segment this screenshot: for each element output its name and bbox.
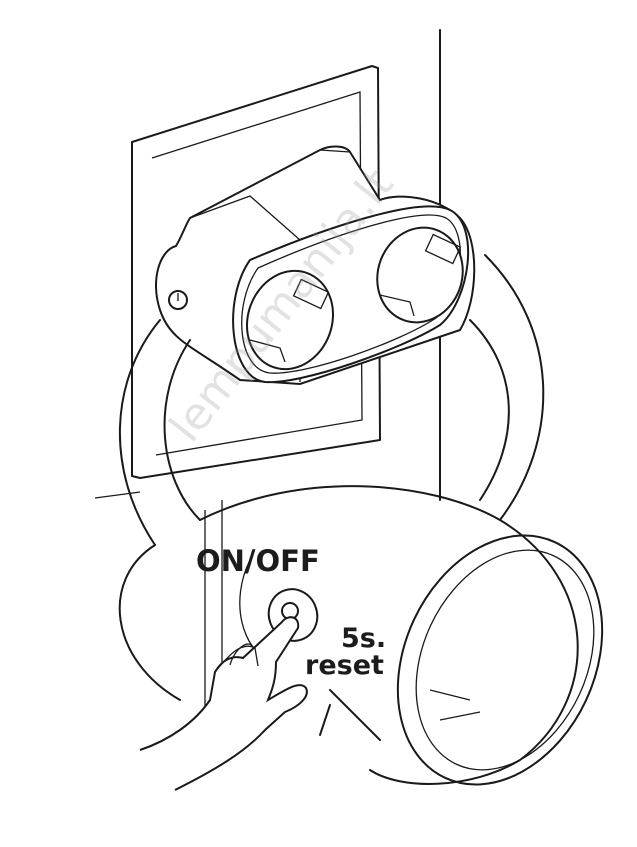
- callout-line-left-inner: [163, 339, 201, 521]
- power-button-icon: [168, 290, 188, 310]
- on-off-label: ON/OFF: [196, 544, 320, 578]
- finger-hand-icon: [139, 616, 308, 791]
- socket-icon: [245, 269, 335, 371]
- callout-line-right-inner: [469, 319, 510, 501]
- double-socket-adapter: [155, 145, 476, 386]
- callout-line-right: [484, 254, 545, 521]
- socket-icon: [376, 226, 464, 324]
- callout-line-left: [118, 319, 161, 546]
- hold-time-label: 5s.: [341, 623, 387, 654]
- reset-label: reset: [305, 650, 384, 681]
